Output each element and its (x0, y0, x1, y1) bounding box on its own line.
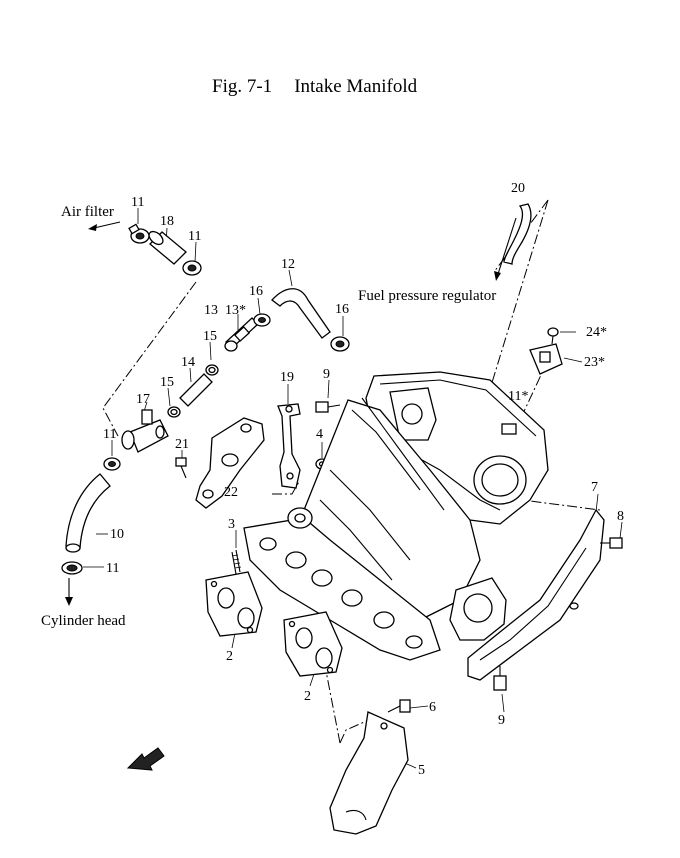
callout-11-b: 11 (188, 229, 201, 244)
callout-19: 19 (280, 370, 294, 385)
bolt-9-upper (315, 401, 341, 413)
callout-17: 17 (136, 392, 150, 407)
clamp-11-upper-right (182, 260, 202, 276)
air-filter-arrow-line (93, 221, 121, 229)
bolt-6 (387, 699, 411, 713)
clamp-11-star (501, 423, 517, 435)
callout-21: 21 (175, 437, 189, 452)
callout-24-star: 24* (586, 325, 607, 340)
callout-2-b: 2 (304, 689, 311, 704)
hose-12 (271, 288, 331, 339)
clamp-11-bottom (61, 561, 83, 575)
hose-20-arrowhead (494, 271, 501, 281)
ring-15-lower (167, 406, 181, 418)
callout-23-star: 23* (584, 355, 605, 370)
callout-11-c: 11 (103, 427, 116, 442)
callout-6: 6 (429, 700, 436, 715)
bolt-9-lower (493, 666, 507, 691)
clamp-16-right (330, 336, 350, 352)
callout-7: 7 (591, 480, 598, 495)
callout-5: 5 (418, 763, 425, 778)
intake-manifold-body (243, 371, 549, 661)
callout-11-d: 11 (106, 561, 119, 576)
callout-11-star: 11* (508, 389, 528, 404)
stay-bracket-5 (329, 711, 409, 835)
bracket-22 (195, 417, 265, 509)
callout-3: 3 (228, 517, 235, 532)
gasket-2-left (205, 571, 263, 637)
forward-arrow-icon (126, 747, 165, 771)
callout-4: 4 (316, 427, 323, 442)
breather-hose-assembly (61, 223, 350, 575)
flange-gasket-7 (467, 508, 605, 681)
pcv-valve-17 (121, 409, 169, 453)
clamp-11-upper-left (128, 223, 150, 244)
bolt-21 (175, 457, 187, 479)
figure-title: Fig. 7-1 Intake Manifold (212, 76, 417, 98)
air-filter-arrowhead (88, 224, 97, 231)
gasket-2-right (283, 611, 343, 677)
hose-20-arrow-line (497, 217, 517, 275)
callout-11-a: 11 (131, 195, 144, 210)
callout-20: 20 (511, 181, 525, 196)
bolt-8 (600, 537, 623, 549)
callout-14: 14 (181, 355, 195, 370)
screw-24 (547, 327, 559, 345)
pipe-13 (224, 317, 259, 352)
hose-14 (179, 373, 213, 407)
ring-15-upper (205, 364, 219, 376)
callout-8: 8 (617, 509, 624, 524)
callout-15-b: 15 (160, 375, 174, 390)
cylinder-head-arrowhead (65, 597, 73, 606)
figure-title-text: Intake Manifold (294, 76, 418, 97)
vacuum-hose-20 (503, 203, 532, 265)
bracket-19 (277, 403, 301, 489)
callout-12: 12 (281, 257, 295, 272)
clamp-11-lower-left (103, 457, 121, 471)
sensor-23-dash (519, 359, 549, 421)
callout-10: 10 (110, 527, 124, 542)
callout-13: 13 (204, 303, 218, 318)
callout-16-b: 16 (335, 302, 349, 317)
figure-number: Fig. 7-1 (212, 76, 273, 97)
callout-16-a: 16 (249, 284, 263, 299)
callout-9-b: 9 (498, 713, 505, 728)
bracket-19-dash (272, 479, 301, 495)
hose-18 (148, 230, 187, 265)
text-labels: Air filter Fuel pressure regulator Cylin… (41, 181, 624, 778)
hose-10 (65, 473, 111, 553)
callout-9-a: 9 (323, 367, 330, 382)
sensor-23 (529, 343, 563, 375)
callout-18: 18 (160, 214, 174, 229)
clamp-16-upper (253, 313, 271, 327)
callout-22: 22 (224, 485, 238, 500)
label-cylinder-head: Cylinder head (41, 613, 126, 629)
stud-3 (231, 549, 242, 575)
label-air-filter: Air filter (61, 204, 114, 220)
callout-15-a: 15 (203, 329, 217, 344)
label-fuel-pressure-regulator: Fuel pressure regulator (358, 288, 496, 304)
callout-13-star: 13* (225, 303, 246, 318)
callout-2-a: 2 (226, 649, 233, 664)
